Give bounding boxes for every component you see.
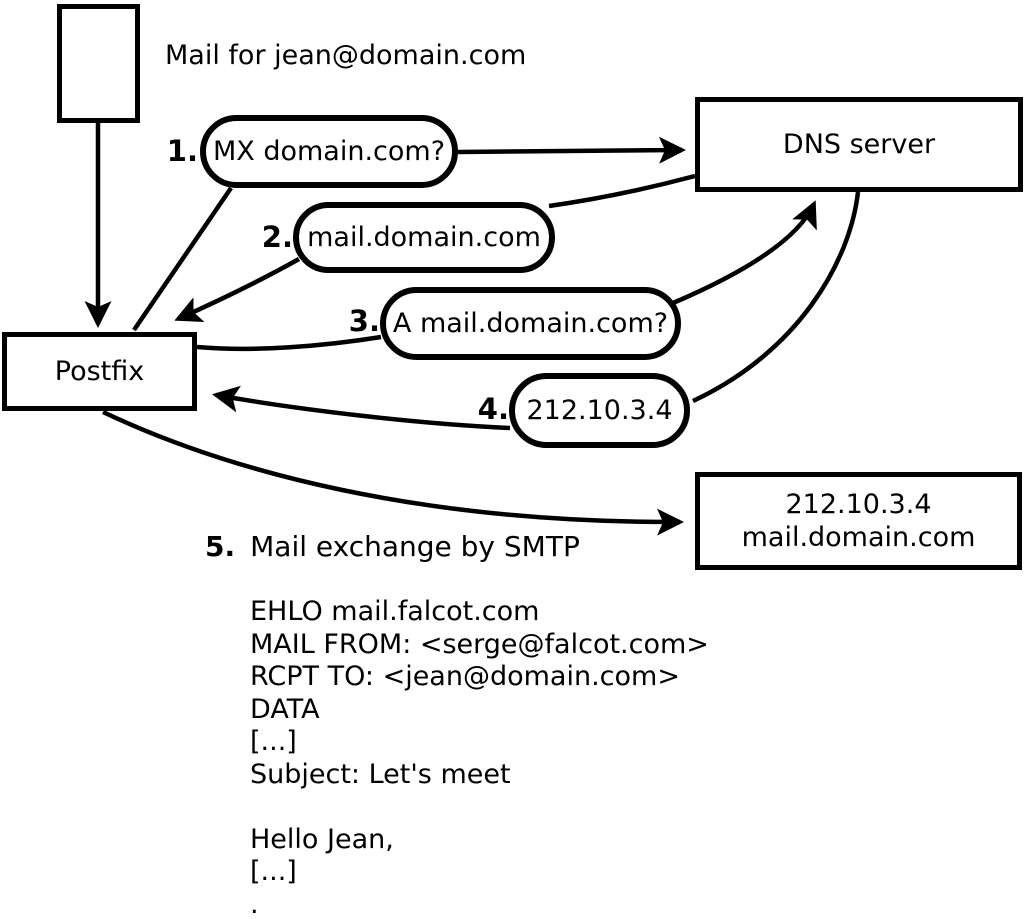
mail-envelope-shape xyxy=(57,4,140,123)
line-postfix-to-a-query xyxy=(196,334,382,352)
step-1-number: 1. xyxy=(166,134,198,168)
line-dns-to-mx-answer xyxy=(548,173,696,209)
node-mail-server: 212.10.3.4 mail.domain.com xyxy=(695,472,1022,570)
step-1-label: MX domain.com? xyxy=(212,136,446,167)
step-2-label: mail.domain.com xyxy=(307,222,541,253)
step-3-label: A mail.domain.com? xyxy=(392,308,669,339)
step-1-bubble: MX domain.com? xyxy=(200,115,458,188)
step-5-caption: 5. Mail exchange by SMTP xyxy=(205,530,580,563)
node-dns-server: DNS server xyxy=(695,97,1023,192)
step-4-bubble: 212.10.3.4 xyxy=(509,373,690,448)
mail-for-label: Mail for jean@domain.com xyxy=(165,40,527,71)
dns-server-label: DNS server xyxy=(782,129,936,160)
line-postfix-to-mx-query xyxy=(132,186,233,332)
arrow-a-answer-to-postfix xyxy=(212,385,511,431)
step-3-bubble: A mail.domain.com? xyxy=(380,287,681,360)
arrow-a-query-to-dns xyxy=(672,200,817,306)
arrow-postfix-to-mail-server xyxy=(102,409,685,536)
step-4-label: 212.10.3.4 xyxy=(526,395,673,426)
smtp-session-text: EHLO mail.falcot.com MAIL FROM: <serge@f… xyxy=(250,596,709,919)
step-2-number: 2. xyxy=(261,220,293,254)
postfix-label: Postfix xyxy=(54,356,145,387)
mail-server-hostname: mail.domain.com xyxy=(741,522,976,553)
step-2-bubble: mail.domain.com xyxy=(293,202,555,273)
step-3-number: 3. xyxy=(348,304,380,338)
arrow-mx-query-to-dns xyxy=(457,136,687,164)
step-5-number: 5. xyxy=(205,530,236,563)
step-4-number: 4. xyxy=(477,392,509,426)
step-5-label: Mail exchange by SMTP xyxy=(250,530,580,563)
arrow-mx-answer-to-postfix xyxy=(174,257,301,322)
line-dns-to-a-answer xyxy=(692,191,861,404)
mail-server-ip: 212.10.3.4 xyxy=(785,489,932,520)
node-postfix: Postfix xyxy=(2,332,197,411)
